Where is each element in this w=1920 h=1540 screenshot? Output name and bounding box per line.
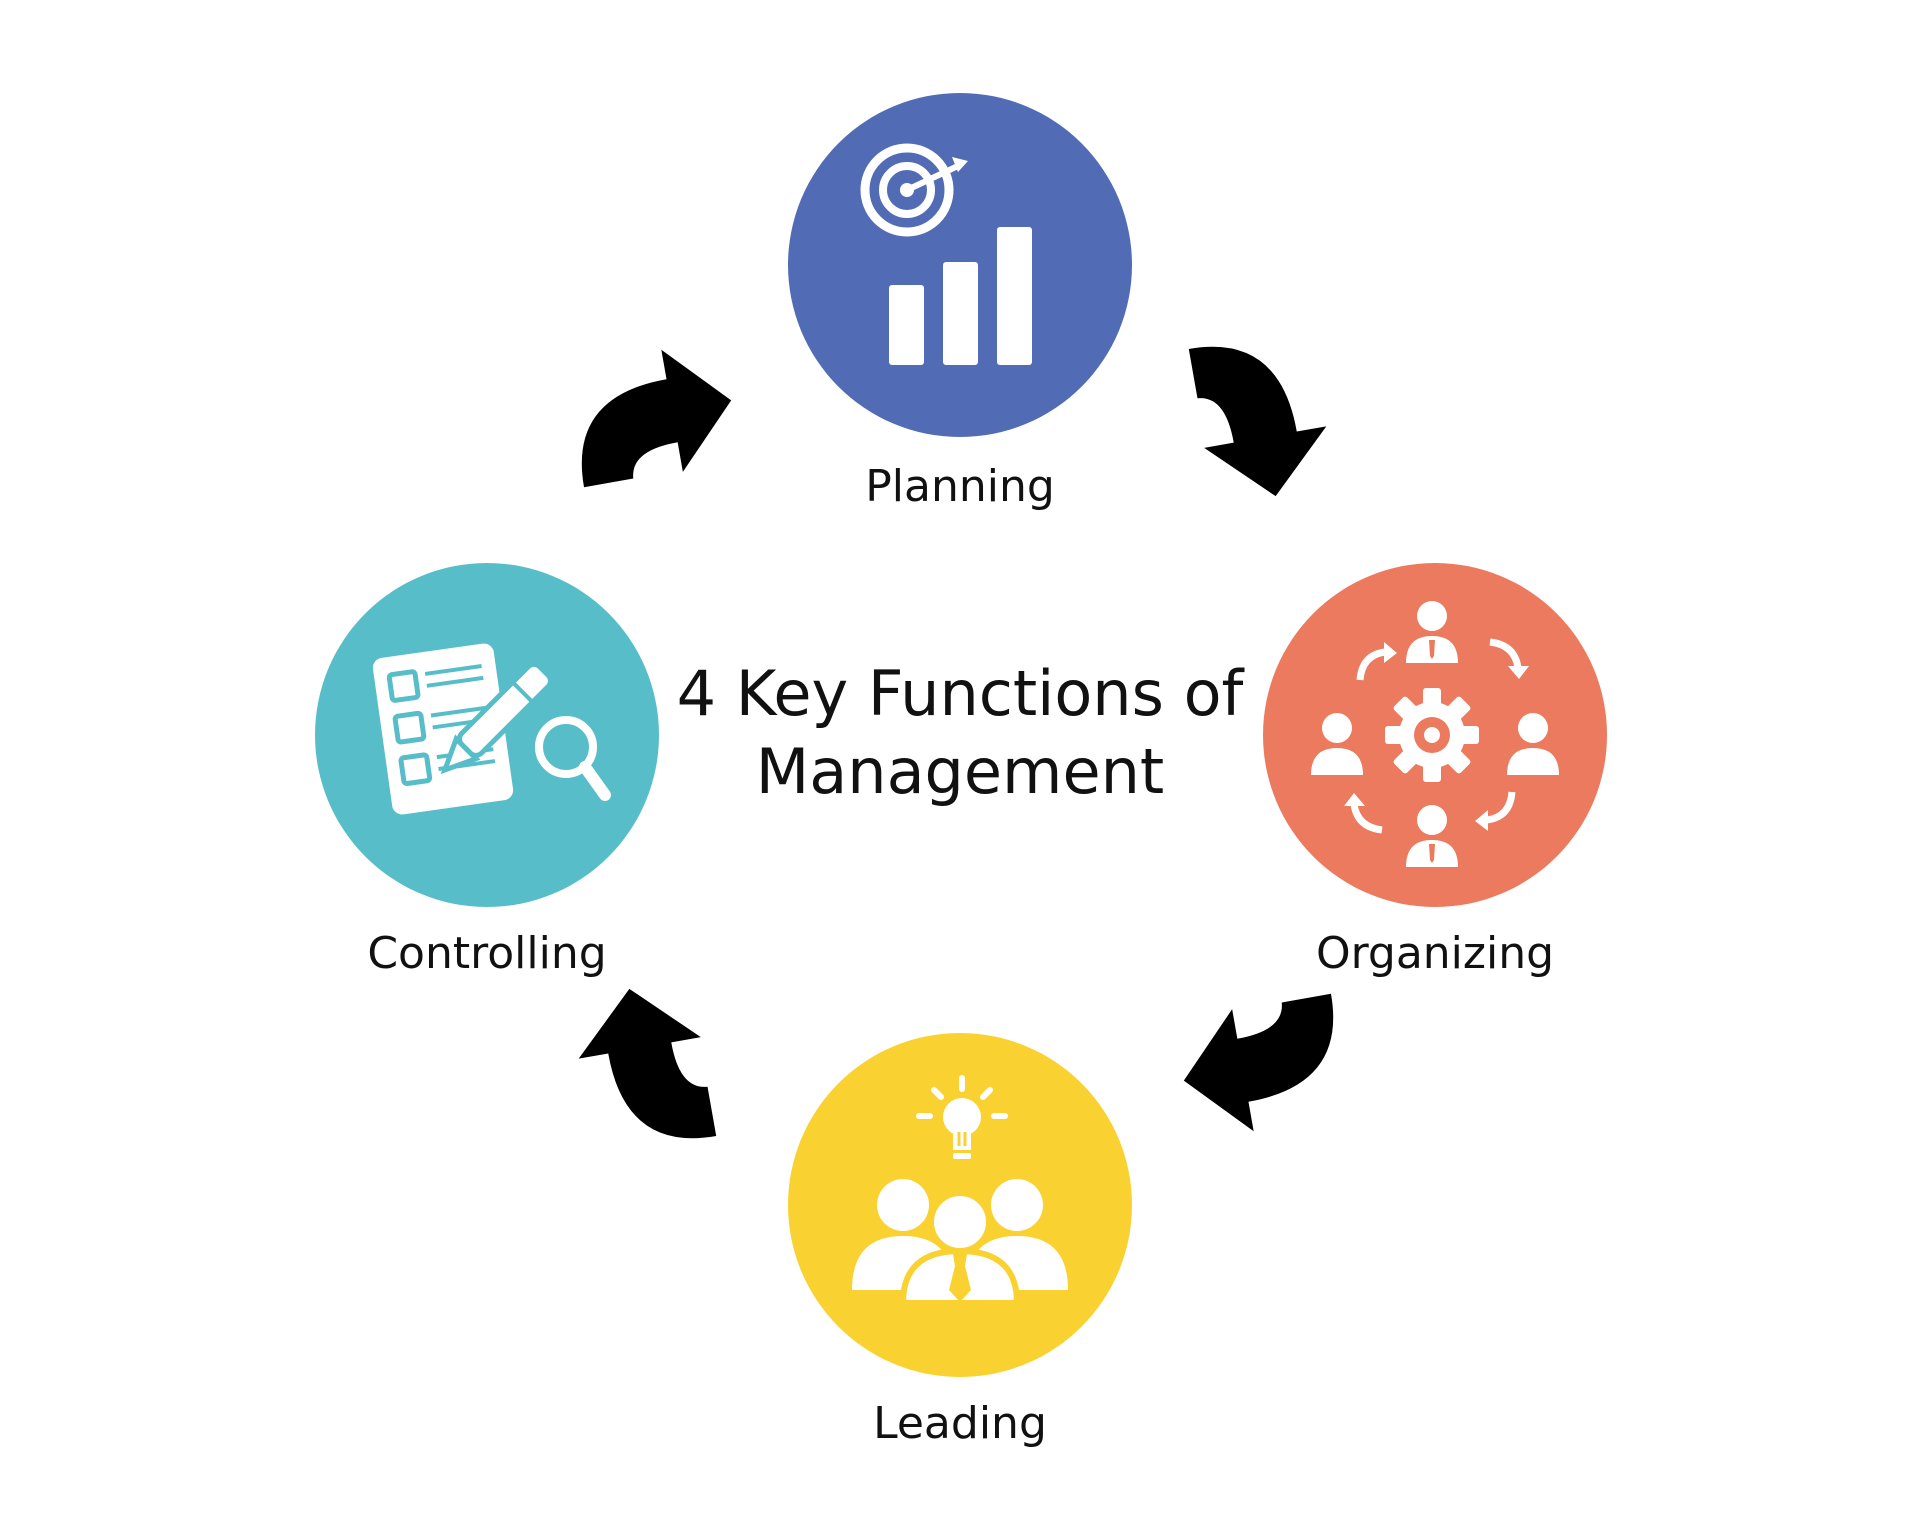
lightbulb-icon [916,1075,1008,1159]
leading-label: Leading [873,1398,1047,1449]
leading-node [788,1033,1132,1377]
team-icon [852,1179,1068,1306]
organizing-node [1263,563,1607,907]
title-line-2: Management [755,735,1165,808]
planning-node [788,93,1132,437]
organizing-label: Organizing [1315,928,1555,979]
controlling-label: Controlling [367,928,607,979]
bar-chart-icon [889,227,1032,365]
title-line-1: 4 Key Functions of [676,657,1244,730]
gear-icon [1385,688,1479,782]
planning-label: Planning [865,461,1055,512]
arrow-controlling-to-planning-icon [562,339,742,490]
arrow-organizing-to-leading-icon [1173,991,1353,1142]
target-icon [860,143,968,237]
arrow-planning-to-organizing-icon [1186,327,1337,507]
cycle-arrows-icon [1344,638,1529,834]
controlling-node [315,563,659,907]
checklist-icon [372,643,514,815]
arrow-leading-to-controlling-icon [568,978,719,1158]
team-members-icon [1311,601,1559,867]
magnifier-icon [535,716,611,801]
diagram-title: 4 Key Functions of Management [560,655,1360,811]
pen-icon [440,661,553,775]
